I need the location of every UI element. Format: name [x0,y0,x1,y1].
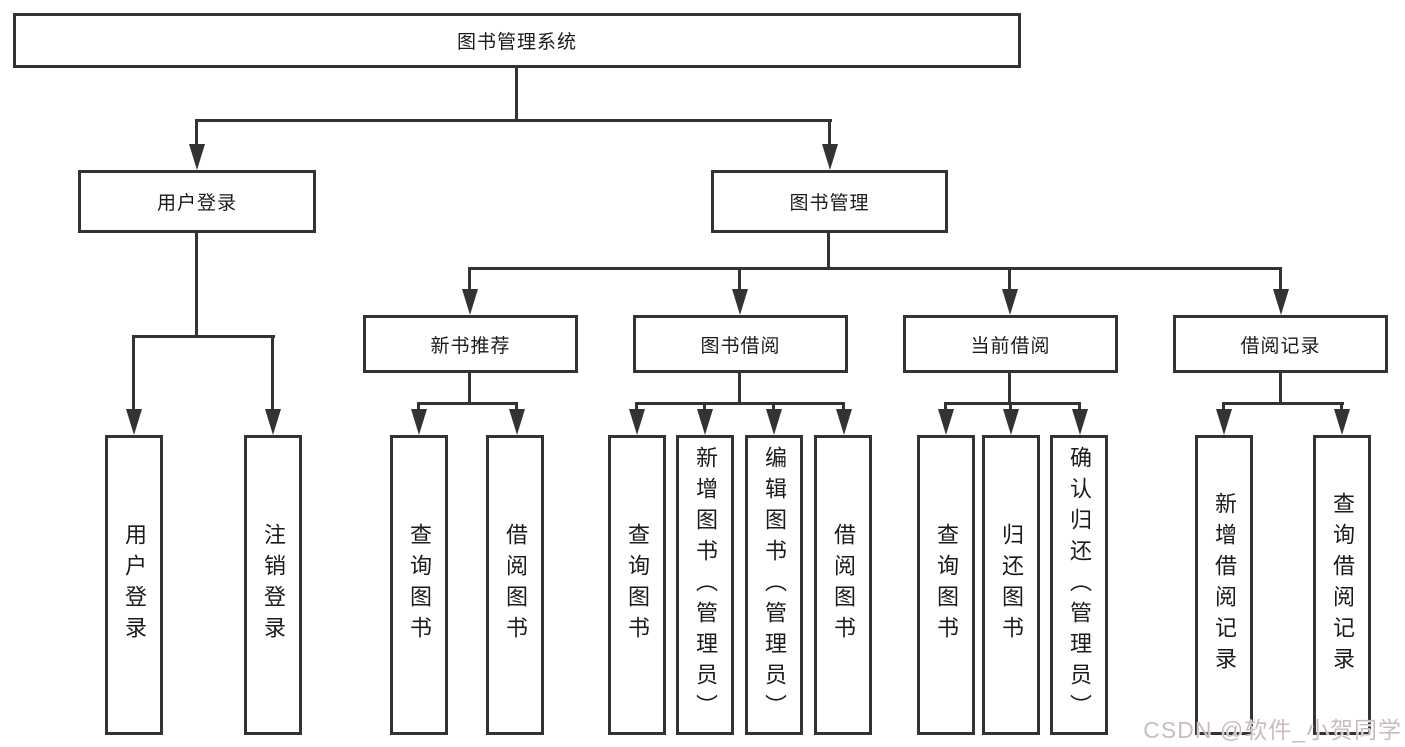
arrow-down-icon [822,144,838,170]
leaf-label: 借阅图书 [503,523,528,647]
leaf-label: 新增借阅记录 [1212,492,1237,678]
connector-line [195,119,832,122]
connector-line [1279,373,1282,405]
leaf-label: 查询图书 [407,523,432,647]
leaf-confirm-return-admin: 确认归还（管理员） [1050,435,1108,735]
connector-line [515,402,518,411]
leaf-label: 新增图书（管理员） [693,445,718,725]
connector-line [417,402,420,411]
leaf-label: 注销登录 [261,523,286,647]
leaf-label: 用户登录 [122,523,147,647]
arrow-down-icon [126,409,142,435]
leaf-label: 归还图书 [999,523,1024,647]
arrow-down-icon [938,409,954,435]
leaf-label: 查询图书 [934,523,959,647]
connector-line [842,402,845,411]
arrow-down-icon [189,144,205,170]
connector-line [827,233,830,270]
connector-line [271,335,274,411]
leaf-edit-books-admin: 编辑图书（管理员） [745,435,803,735]
arrow-down-icon [766,409,782,435]
node-new-book-recommendation: 新书推荐 [363,315,578,373]
connector-line [417,402,518,405]
node-library-management-system: 图书管理系统 [13,13,1021,68]
leaf-label: 查询借阅记录 [1330,492,1355,678]
connector-line [195,233,198,338]
connector-line [828,119,831,146]
leaf-label: 编辑图书（管理员） [762,445,787,725]
connector-line [1222,402,1225,411]
connector-line [1008,267,1011,291]
arrow-down-icon [265,409,281,435]
arrow-down-icon [732,289,748,315]
leaf-query-books-2: 查询图书 [608,435,666,735]
connector-line [132,335,275,338]
connector-line [1279,267,1282,291]
arrow-down-icon [836,409,852,435]
leaf-borrow-books-2: 借阅图书 [814,435,872,735]
leaf-return-books: 归还图书 [982,435,1040,735]
leaf-query-books-3: 查询图书 [917,435,975,735]
connector-line [1009,402,1012,411]
node-book-management: 图书管理 [711,170,948,233]
leaf-query-books-1: 查询图书 [390,435,448,735]
connector-line [1340,402,1343,411]
leaf-logout: 注销登录 [244,435,302,735]
leaf-query-borrow-record: 查询借阅记录 [1313,435,1371,735]
arrow-down-icon [1003,409,1019,435]
connector-line [1222,402,1344,405]
connector-line [703,402,706,411]
leaf-add-books-admin: 新增图书（管理员） [676,435,734,735]
node-book-borrowing: 图书借阅 [633,315,848,373]
arrow-down-icon [1002,289,1018,315]
connector-line [195,119,198,146]
leaf-borrow-books-1: 借阅图书 [486,435,544,735]
connector-line [944,402,947,411]
connector-line [468,267,1282,270]
node-current-borrowing: 当前借阅 [903,315,1118,373]
connector-line [635,402,638,411]
leaf-label: 借阅图书 [831,523,856,647]
arrow-down-icon [697,409,713,435]
leaf-user-login: 用户登录 [105,435,163,735]
connector-line [515,68,518,122]
arrow-down-icon [462,289,478,315]
leaf-add-borrow-record: 新增借阅记录 [1195,435,1253,735]
connector-line [944,402,1081,405]
connector-line [772,402,775,411]
node-borrowing-records: 借阅记录 [1173,315,1388,373]
connector-line [738,267,741,291]
connector-line [738,373,741,405]
connector-line [468,373,471,405]
connector-line [468,267,471,291]
arrow-down-icon [629,409,645,435]
arrow-down-icon [509,409,525,435]
connector-line [1008,373,1011,405]
arrow-down-icon [1072,409,1088,435]
connector-line [132,335,135,411]
connector-line [635,402,845,405]
arrow-down-icon [1216,409,1232,435]
connector-line [1078,402,1081,411]
leaf-label: 确认归还（管理员） [1067,445,1092,725]
arrow-down-icon [1273,289,1289,315]
leaf-label: 查询图书 [625,523,650,647]
arrow-down-icon [411,409,427,435]
node-user-login: 用户登录 [78,170,316,233]
arrow-down-icon [1334,409,1350,435]
